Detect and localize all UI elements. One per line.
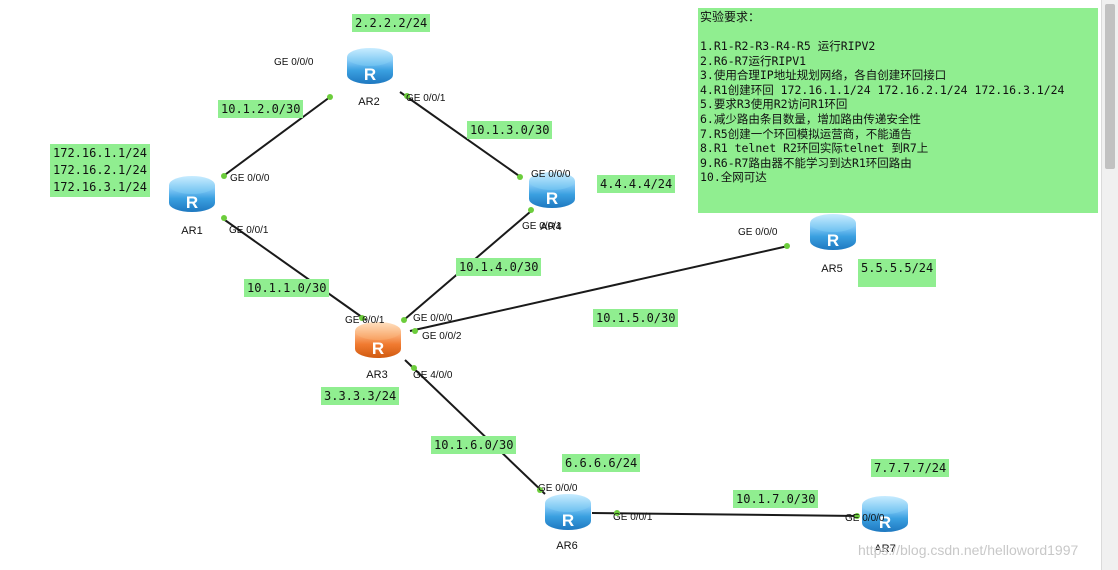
router-name-ar3: AR3 (366, 369, 388, 381)
requirement-item: 2.R6-R7运行RIPV1 (700, 53, 807, 68)
requirement-item: 3.使用合理IP地址规划网络，各自创建环回接口 (700, 68, 947, 83)
port-label-ar7-ge0: GE 0/0/0 (845, 513, 885, 524)
loopback-label-ar1: 172.16.1.1/24 172.16.2.1/24 172.16.3.1/2… (50, 144, 150, 197)
port-label-ar3-ge0: GE 0/0/0 (413, 313, 453, 324)
port-label-ar3-ge2: GE 0/0/2 (422, 331, 462, 342)
requirements-title: 实验要求： (700, 10, 761, 24)
requirement-item: 5.要求R3使用R2访问R1环回 (700, 97, 848, 112)
svg-text:R: R (364, 65, 376, 84)
vertical-scrollbar[interactable] (1101, 0, 1118, 570)
port-label-ar2-ge0: GE 0/0/0 (274, 57, 314, 68)
port-label-ar1-ge0: GE 0/0/0 (230, 173, 270, 184)
requirement-item: 4.R1创建环回 172.16.1.1/24 172.16.2.1/24 172… (700, 82, 1065, 97)
loopback-label-ar7: 7.7.7.7/24 (871, 459, 950, 477)
port-dot (401, 317, 407, 323)
port-dot (528, 207, 534, 213)
port-dot (221, 173, 227, 179)
subnet-label-ar2-ar4: 10.1.3.0/30 (467, 121, 553, 139)
router-icon: R (862, 496, 908, 532)
svg-text:R: R (372, 339, 384, 358)
router-ar1[interactable]: R (169, 176, 215, 212)
router-ar3[interactable]: R (355, 322, 401, 358)
port-label-ar5-ge0: GE 0/0/0 (738, 227, 778, 238)
router-name-ar5: AR5 (821, 263, 843, 275)
subnet-label-ar1-ar3: 10.1.1.0/30 (244, 279, 330, 297)
port-label-ar3-ge1: GE 0/0/1 (345, 315, 385, 326)
port-label-ar6-ge1: GE 0/0/1 (613, 512, 653, 523)
link-ar3-ar6 (404, 359, 546, 495)
link-ar6-ar7 (591, 512, 859, 517)
watermark: https://blog.csdn.net/helloword1997 (858, 542, 1079, 558)
subnet-label-ar3-ar4: 10.1.4.0/30 (456, 258, 542, 276)
loopback-label-ar5: 5.5.5.5/24 (858, 259, 936, 287)
loopback-label-ar2: 2.2.2.2/24 (352, 14, 431, 32)
svg-text:R: R (546, 189, 558, 208)
port-label-ar3-ge4: GE 4/0/0 (413, 370, 453, 381)
port-dot (411, 365, 417, 371)
router-icon: R (347, 48, 393, 84)
port-dot (784, 243, 790, 249)
router-name-ar7: AR7 (874, 543, 896, 555)
subnet-label-ar3-ar5: 10.1.5.0/30 (593, 309, 679, 327)
link-ar3-ar5 (409, 245, 789, 332)
port-label-ar4-ge0: GE 0/0/0 (531, 169, 571, 180)
subnet-label-ar3-ar6: 10.1.6.0/30 (431, 436, 517, 454)
requirement-item: 8.R1 telnet R2环回实际telnet 到R7上 (700, 141, 929, 156)
port-label-ar6-ge0: GE 0/0/0 (538, 483, 578, 494)
port-dot (412, 328, 418, 334)
svg-text:R: R (879, 513, 891, 532)
svg-text:R: R (827, 231, 839, 250)
router-name-ar4: AR4 (540, 221, 562, 233)
port-label-ar1-ge1: GE 0/0/1 (229, 225, 269, 236)
svg-text:R: R (562, 511, 574, 530)
link-ar2-ar4 (399, 91, 523, 179)
port-dot (614, 510, 620, 516)
router-icon: R (545, 494, 591, 530)
requirement-item: 9.R6-R7路由器不能学习到达R1环回路由 (700, 155, 912, 170)
scrollbar-thumb[interactable] (1105, 4, 1115, 169)
port-dot (404, 93, 410, 99)
loopback-label-ar3: 3.3.3.3/24 (321, 387, 400, 405)
requirement-item: 1.R1-R2-R3-R4-R5 运行RIPV2 (700, 39, 876, 53)
port-dot (517, 174, 523, 180)
requirement-item: 7.R5创建一个环回模拟运营商，不能通告 (700, 126, 912, 141)
router-ar4[interactable]: R (529, 172, 575, 208)
router-ar7[interactable]: R (862, 496, 908, 532)
router-name-ar6: AR6 (556, 540, 578, 552)
port-label-ar2-ge1: GE 0/0/1 (406, 93, 446, 104)
requirements-box: 实验要求： 1.R1-R2-R3-R4-R5 运行RIPV2 2.R6-R7运行… (698, 8, 1098, 213)
requirement-item: 10.全网可达 (700, 170, 767, 185)
port-dot (359, 315, 365, 321)
router-icon: R (810, 214, 856, 250)
port-dot (221, 215, 227, 221)
router-ar6[interactable]: R (545, 494, 591, 530)
router-icon: R (169, 176, 215, 212)
port-dot (327, 94, 333, 100)
svg-text:R: R (186, 193, 198, 212)
router-ar5[interactable]: R (810, 214, 856, 250)
subnet-label-ar6-ar7: 10.1.7.0/30 (733, 490, 819, 508)
link-ar1-ar3 (221, 217, 367, 321)
router-ar2[interactable]: R (347, 48, 393, 84)
router-icon: R (529, 172, 575, 208)
port-label-ar4-ge1: GE 0/0/1 (522, 221, 562, 232)
port-dot (537, 487, 543, 493)
subnet-label-ar1-ar2: 10.1.2.0/30 (218, 100, 304, 118)
router-name-ar1: AR1 (181, 225, 203, 237)
requirement-item: 6.减少路由条目数量，增加路由传递安全性 (700, 111, 921, 126)
loopback-label-ar6: 6.6.6.6/24 (562, 454, 641, 472)
port-dot (854, 513, 860, 519)
link-ar1-ar2 (221, 96, 331, 178)
loopback-label-ar4: 4.4.4.4/24 (597, 175, 676, 193)
router-icon: R (355, 322, 401, 358)
router-name-ar2: AR2 (358, 96, 380, 108)
